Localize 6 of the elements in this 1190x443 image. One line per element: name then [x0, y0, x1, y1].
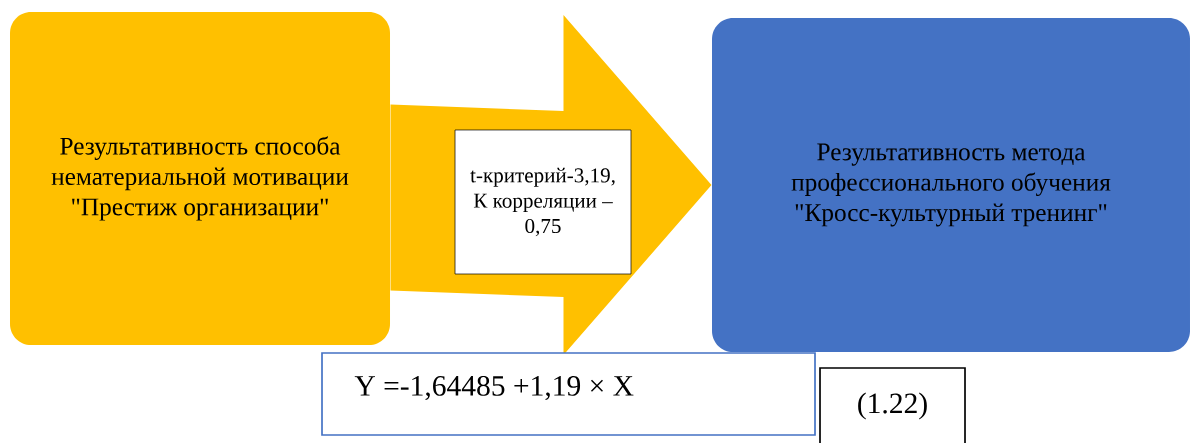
rounded-box: Результативность способа нематериальной мотивации "Престиж организации": [10, 12, 390, 345]
rounded-box: Результативность метода профессионального обучения "Кросс-культурный тренинг": [712, 18, 1190, 352]
node-label: Результативность способа нематериальной мотивации "Престиж организации": [51, 136, 349, 221]
edge-label: t-критерий-3,19, К корреляции – 0,75: [454, 129, 632, 275]
equation-number: (1.22): [819, 367, 966, 443]
formula-box: Y =-1,64485 +1,19 × X: [321, 352, 816, 436]
